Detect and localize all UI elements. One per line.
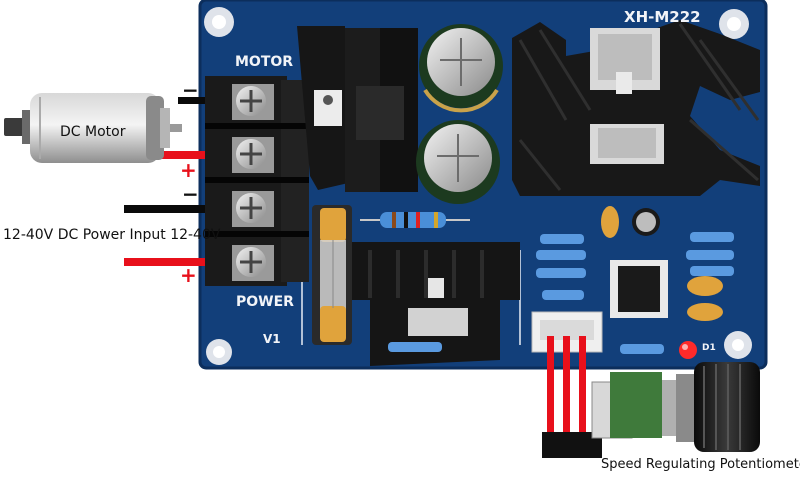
fuse	[312, 205, 352, 345]
power-wires	[124, 205, 234, 266]
resistor-top	[360, 212, 470, 228]
led-d1	[679, 341, 697, 359]
pot-wires	[547, 336, 586, 436]
heatsink-right	[512, 20, 760, 196]
heatsink-left	[297, 26, 418, 192]
power-input-label: 12-40V DC Power Input 12-40V	[3, 227, 221, 243]
mounting-hole-tr	[719, 9, 749, 39]
ceramic-caps	[601, 206, 723, 321]
potentiometer	[542, 362, 760, 458]
heatsink-lower	[352, 242, 520, 366]
small-capacitor	[632, 208, 660, 236]
power-minus-sign: −	[182, 182, 199, 206]
terminal-screw-1	[232, 84, 274, 120]
capacitor-top	[419, 24, 503, 113]
potentiometer-label: Speed Regulating Potentiometer	[601, 457, 800, 472]
mounting-hole-tl	[204, 7, 234, 37]
power-silkscreen: POWER	[236, 294, 294, 310]
mounting-hole-bl	[206, 339, 232, 365]
motor-plus-sign: +	[180, 158, 197, 182]
terminal-screw-3	[232, 191, 274, 227]
motor-silkscreen: MOTOR	[235, 54, 294, 70]
ic-chip	[610, 260, 668, 318]
terminal-screw-2	[232, 137, 274, 173]
motor-minus-sign: −	[182, 78, 199, 102]
terminal-block	[205, 76, 309, 286]
version-silkscreen: V1	[263, 332, 281, 346]
resistor-array	[388, 232, 734, 354]
board-model-label: XH-M222	[624, 8, 701, 26]
dc-motor	[4, 93, 182, 163]
led-silkscreen: D1	[702, 343, 716, 353]
mounting-hole-br	[724, 331, 752, 359]
capacitor-bottom	[416, 120, 500, 204]
dc-motor-label: DC Motor	[60, 124, 126, 140]
terminal-screw-4	[232, 245, 274, 281]
power-plus-sign: +	[180, 263, 197, 287]
